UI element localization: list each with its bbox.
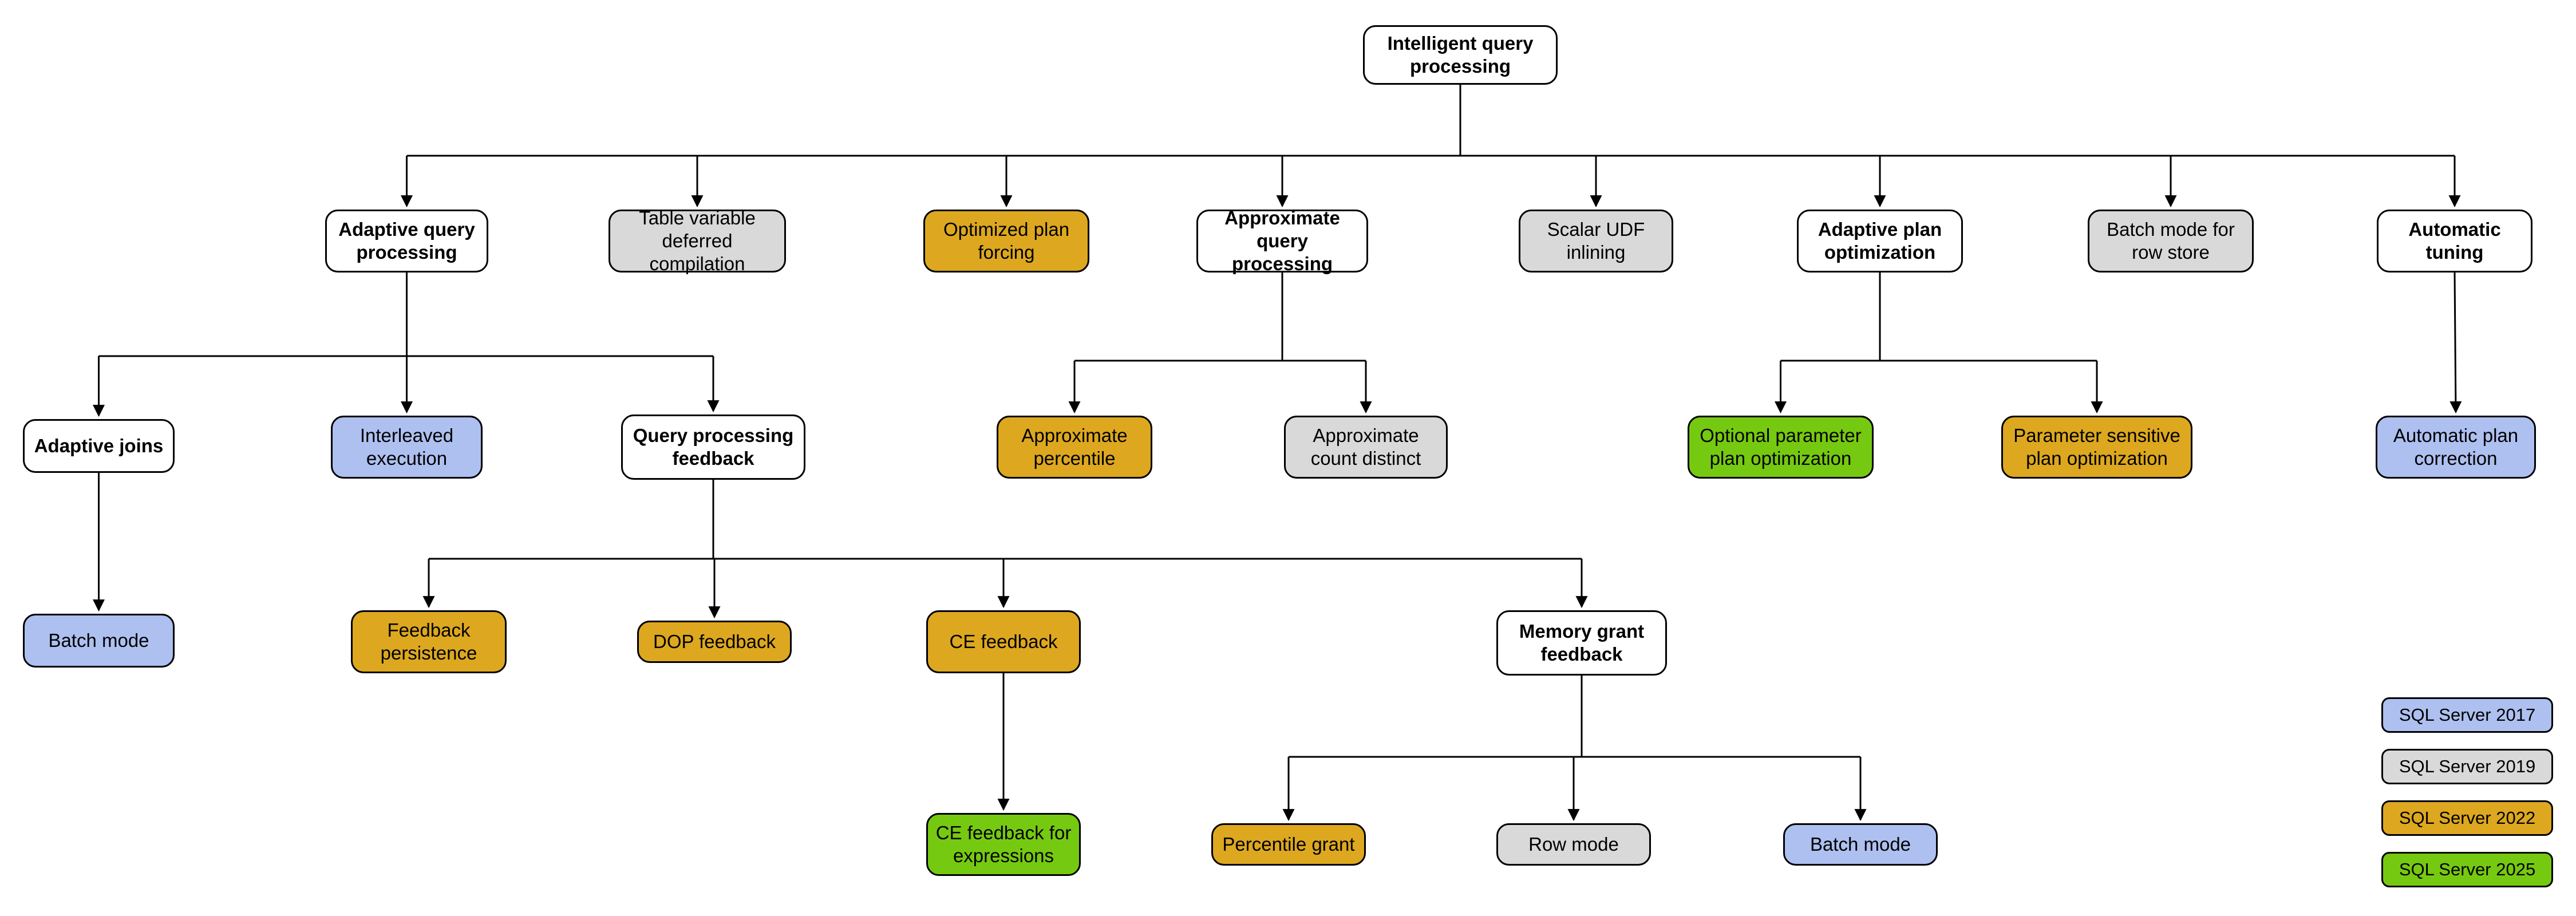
node-interleaved[interactable]: Interleaved execution xyxy=(331,416,483,479)
node-qpf[interactable]: Query processing feedback xyxy=(621,414,805,480)
node-pspo[interactable]: Parameter sensitive plan optimization xyxy=(2001,416,2192,479)
node-adaptjoins[interactable]: Adaptive joins xyxy=(23,419,175,473)
node-approxcd[interactable]: Approximate count distinct xyxy=(1284,416,1448,479)
node-oppo[interactable]: Optional parameter plan optimization xyxy=(1688,416,1874,479)
node-opf[interactable]: Optimized plan forcing xyxy=(923,210,1089,273)
legend-item-sql-server-2019[interactable]: SQL Server 2019 xyxy=(2381,749,2553,784)
node-pctgrant[interactable]: Percentile grant xyxy=(1211,823,1366,866)
node-approxpct[interactable]: Approximate percentile xyxy=(997,416,1152,479)
legend-item-sql-server-2017[interactable]: SQL Server 2017 xyxy=(2381,697,2553,733)
node-mgf[interactable]: Memory grant feedback xyxy=(1496,610,1667,676)
node-root[interactable]: Intelligent query processing xyxy=(1363,25,1558,85)
node-approxqp[interactable]: Approximate query processing xyxy=(1196,207,1368,274)
node-aqp[interactable]: Adaptive query processing xyxy=(325,210,488,273)
node-cefbexpr[interactable]: CE feedback for expressions xyxy=(926,813,1081,876)
node-udf[interactable]: Scalar UDF inlining xyxy=(1519,210,1673,273)
edge-autotune-to-apc xyxy=(2449,272,2462,414)
node-autotune[interactable]: Automatic tuning xyxy=(2377,210,2532,273)
legend-item-sql-server-2025[interactable]: SQL Server 2025 xyxy=(2381,852,2553,887)
node-fbpersist[interactable]: Feedback persistence xyxy=(351,610,507,673)
node-apc[interactable]: Automatic plan correction xyxy=(2376,416,2536,479)
legend-item-sql-server-2022[interactable]: SQL Server 2022 xyxy=(2381,800,2553,836)
node-rowmode[interactable]: Row mode xyxy=(1496,823,1651,866)
node-apo[interactable]: Adaptive plan optimization xyxy=(1797,210,1963,273)
node-dopfb[interactable]: DOP feedback xyxy=(637,621,792,663)
node-cefb[interactable]: CE feedback xyxy=(926,610,1081,673)
node-batchmode1[interactable]: Batch mode xyxy=(23,614,175,668)
node-batchmode2[interactable]: Batch mode xyxy=(1783,823,1938,866)
node-tvdc[interactable]: Table variable deferred compilation xyxy=(609,207,786,274)
node-bmrs[interactable]: Batch mode for row store xyxy=(2088,210,2254,273)
